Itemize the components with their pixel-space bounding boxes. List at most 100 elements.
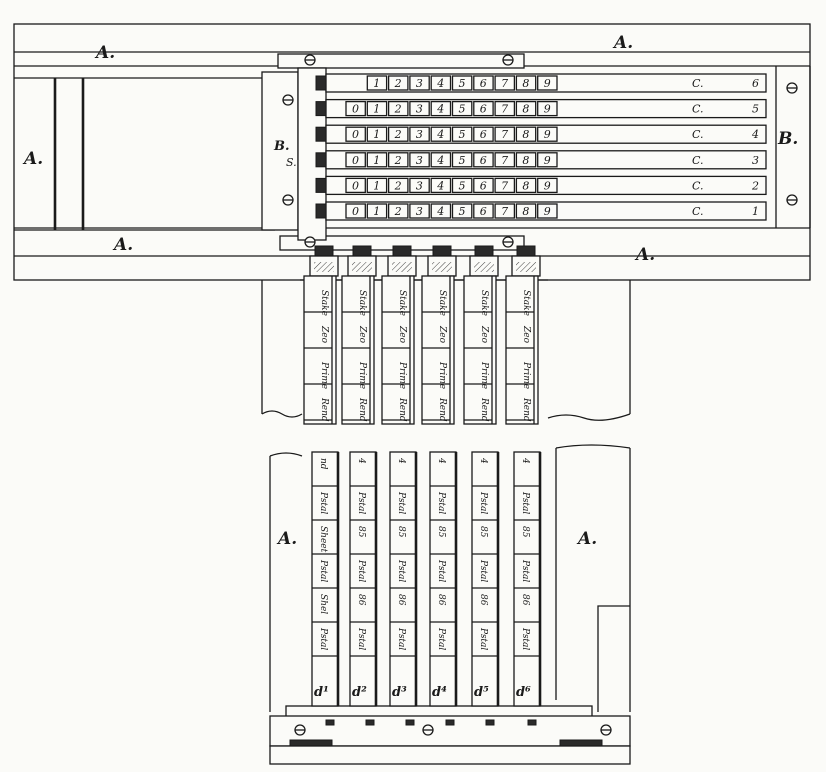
strip-cell: Pstal (436, 627, 446, 650)
strip-cell: 85 (396, 526, 406, 538)
label-b-left: B. (273, 139, 290, 154)
strip-label-d: d¹ (314, 685, 329, 700)
strip-label-d: d² (352, 685, 367, 700)
strip-cell: 86 (436, 594, 446, 606)
strip-cell: Prime (437, 361, 447, 389)
strip-cell: Pstal (478, 559, 488, 582)
rod-digit: 6 (480, 154, 487, 167)
rod-digit: 5 (459, 205, 466, 218)
strip-cell: Pstal (520, 627, 530, 650)
label-a-bottom-right: A. (634, 245, 655, 265)
rod-digit: 0 (352, 179, 359, 192)
strip-cell: 86 (396, 594, 406, 606)
strips-bottom: ndPstalSheetPstalShelPstald¹4Pstal85Psta… (311, 451, 542, 707)
rod-digit: 5 (459, 154, 466, 167)
strip-cell: Prime (479, 361, 489, 389)
rod-digit: 9 (544, 179, 551, 192)
strip-cell: Pstal (436, 491, 446, 514)
pin (405, 719, 415, 726)
strip-cell: Zeo (437, 325, 447, 344)
rod-digit: 2 (394, 128, 402, 141)
pin (365, 719, 375, 726)
strip-cell: Zeo (521, 325, 531, 344)
rod-digit: 7 (501, 154, 508, 167)
rod-end-number: 6 (752, 77, 759, 90)
rod-digit: 4 (436, 128, 444, 141)
rod-digit: 7 (501, 128, 508, 141)
strip-cell: 4 (478, 457, 488, 464)
rod-digit: 5 (459, 128, 466, 141)
strip-cell: 86 (356, 594, 366, 606)
rod-end-number: 3 (752, 154, 759, 167)
rod-end-number: 4 (751, 128, 759, 141)
screw-icon (304, 54, 316, 66)
strip-cell: Pstal (478, 627, 488, 650)
strip-connector (511, 245, 541, 277)
rod-digit: 3 (416, 128, 423, 141)
strip-cell: Pstal (396, 627, 406, 650)
strip-cell: 4 (436, 457, 446, 464)
strip-cell: Pstal (396, 559, 406, 582)
strip-cell: 86 (478, 594, 488, 606)
pin (445, 719, 455, 726)
strip-cell: 4 (396, 457, 406, 464)
strip-cell: Pstal (318, 559, 328, 582)
strip-cell: Rend (397, 397, 407, 422)
strip-cell: Rend (521, 397, 531, 422)
rod-digit: 0 (352, 205, 359, 218)
pin (527, 719, 537, 726)
screw-icon (786, 194, 798, 206)
label-a-top-right: A. (612, 33, 633, 53)
rod-digit: 2 (394, 77, 402, 90)
rod-digit: 4 (436, 205, 444, 218)
screw-icon (786, 82, 798, 94)
strip-label-d: d⁴ (432, 685, 447, 700)
label-b-right: B. (777, 129, 798, 149)
rod-digit: 6 (480, 205, 487, 218)
strip-cell: Prime (357, 361, 367, 389)
strip-cell: Zeo (397, 325, 407, 344)
pin (485, 719, 495, 726)
rod-digit: 6 (480, 103, 487, 116)
pin (325, 719, 335, 726)
screw-icon (304, 236, 316, 248)
rod-digit: 4 (436, 179, 444, 192)
strip-cell: 85 (520, 526, 530, 538)
rod-digit: 7 (501, 179, 508, 192)
strip-cell: Pstal (520, 559, 530, 582)
screw-icon (294, 724, 306, 736)
rod-label-c: C. (692, 103, 704, 116)
strip-cell: Pstal (436, 559, 446, 582)
strip-connector (309, 245, 339, 277)
strip-cell: Prime (521, 361, 531, 389)
strip-cell: 4 (520, 457, 530, 464)
rod-digit: 3 (416, 103, 423, 116)
rod-digit: 3 (416, 179, 423, 192)
screw-icon (502, 54, 514, 66)
strip-cell: Rend (319, 397, 329, 422)
rod-digit: 8 (522, 154, 529, 167)
label-s: S. (286, 156, 297, 169)
strip-cell: Zeo (319, 325, 329, 344)
strip-cell: 86 (520, 594, 530, 606)
rod-digit: 6 (480, 128, 487, 141)
strip-cell: Pstal (356, 491, 366, 514)
strip-label-d: d⁵ (474, 685, 489, 700)
strip-cell: Stake (521, 290, 531, 316)
rod-digit: 2 (394, 154, 402, 167)
rod-digit: 7 (501, 77, 508, 90)
screw-icon (282, 94, 294, 106)
rod-digit: 2 (394, 103, 402, 116)
strip-cell: Pstal (318, 491, 328, 514)
strips-top: StakeZeoPrimeRendStakeZeoPrimeRendStakeZ… (303, 275, 539, 425)
strip-label-d: d⁶ (516, 685, 531, 700)
strip-cell: Pstal (520, 491, 530, 514)
rod-digit: 4 (436, 103, 444, 116)
